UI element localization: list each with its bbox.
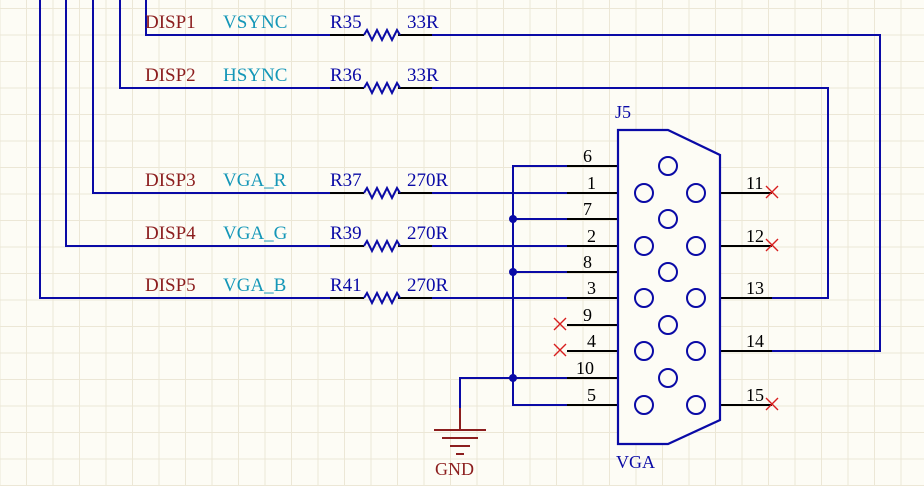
- pin-number: 5: [587, 385, 596, 405]
- ground-bus: [459, 165, 567, 408]
- connector-left-pins: 6 1 7 2 8 3 9 4 10 5: [567, 146, 618, 406]
- resistor-designator: R37: [330, 170, 362, 191]
- labels: DISP1 VSYNC R35 33R DISP2 HSYNC R36 33R …: [145, 12, 449, 296]
- resistor-value: 270R: [407, 170, 449, 191]
- net-label: DISP3: [145, 170, 196, 191]
- pin-number: 8: [583, 252, 592, 272]
- signal-name: VSYNC: [223, 12, 287, 33]
- net-label: DISP2: [145, 65, 196, 86]
- vga-connector-body: J5 VGA: [615, 102, 722, 472]
- resistor-value: 270R: [407, 275, 449, 296]
- pin-number: 6: [583, 146, 592, 166]
- resistor-value: 33R: [407, 12, 439, 33]
- no-connect-icon: [553, 317, 567, 331]
- pin-number: 14: [746, 331, 764, 351]
- signal-name: HSYNC: [223, 65, 287, 86]
- pin-number: 10: [576, 358, 594, 378]
- connector-designator: J5: [615, 102, 631, 122]
- pin-number: 3: [587, 278, 596, 298]
- no-connect-icon: [553, 343, 567, 357]
- connector-comment: VGA: [616, 452, 655, 472]
- no-connect-markers: [553, 185, 779, 411]
- ground-symbol: GND: [434, 408, 486, 479]
- signal-name: VGA_G: [223, 223, 288, 244]
- pin-number: 12: [746, 226, 764, 246]
- resistor-r37: [363, 185, 401, 201]
- pin-number: 11: [746, 173, 763, 193]
- resistors: [330, 27, 432, 306]
- pin-number: 7: [583, 199, 592, 219]
- resistor-r35: [363, 27, 401, 43]
- pin-number: 4: [587, 331, 596, 351]
- pin-number: 13: [746, 278, 764, 298]
- signal-wires: [432, 34, 881, 352]
- pin-number: 2: [587, 226, 596, 246]
- resistor-r41: [363, 290, 401, 306]
- bus-wires: [39, 0, 330, 299]
- junction-dot: [509, 268, 517, 276]
- no-connect-icon: [765, 185, 779, 199]
- junction-dot: [509, 374, 517, 382]
- net-label: DISP4: [145, 223, 196, 244]
- resistor-designator: R35: [330, 12, 362, 33]
- connector-right-pins: 11 12 13 14 15: [720, 173, 772, 406]
- junction-dot: [509, 215, 517, 223]
- net-label: DISP5: [145, 275, 196, 296]
- signal-name: VGA_B: [223, 275, 286, 296]
- resistor-r36: [363, 80, 401, 96]
- pin-number: 15: [746, 385, 764, 405]
- resistor-designator: R39: [330, 223, 362, 244]
- pin-number: 9: [583, 305, 592, 325]
- net-label: DISP1: [145, 12, 196, 33]
- no-connect-icon: [765, 238, 779, 252]
- ground-label: GND: [435, 459, 474, 479]
- pin-number: 1: [587, 173, 596, 193]
- resistor-value: 270R: [407, 223, 449, 244]
- resistor-designator: R41: [330, 275, 362, 296]
- resistor-r39: [363, 238, 401, 254]
- resistor-designator: R36: [330, 65, 362, 86]
- signal-name: VGA_R: [223, 170, 287, 191]
- no-connect-icon: [765, 397, 779, 411]
- resistor-value: 33R: [407, 65, 439, 86]
